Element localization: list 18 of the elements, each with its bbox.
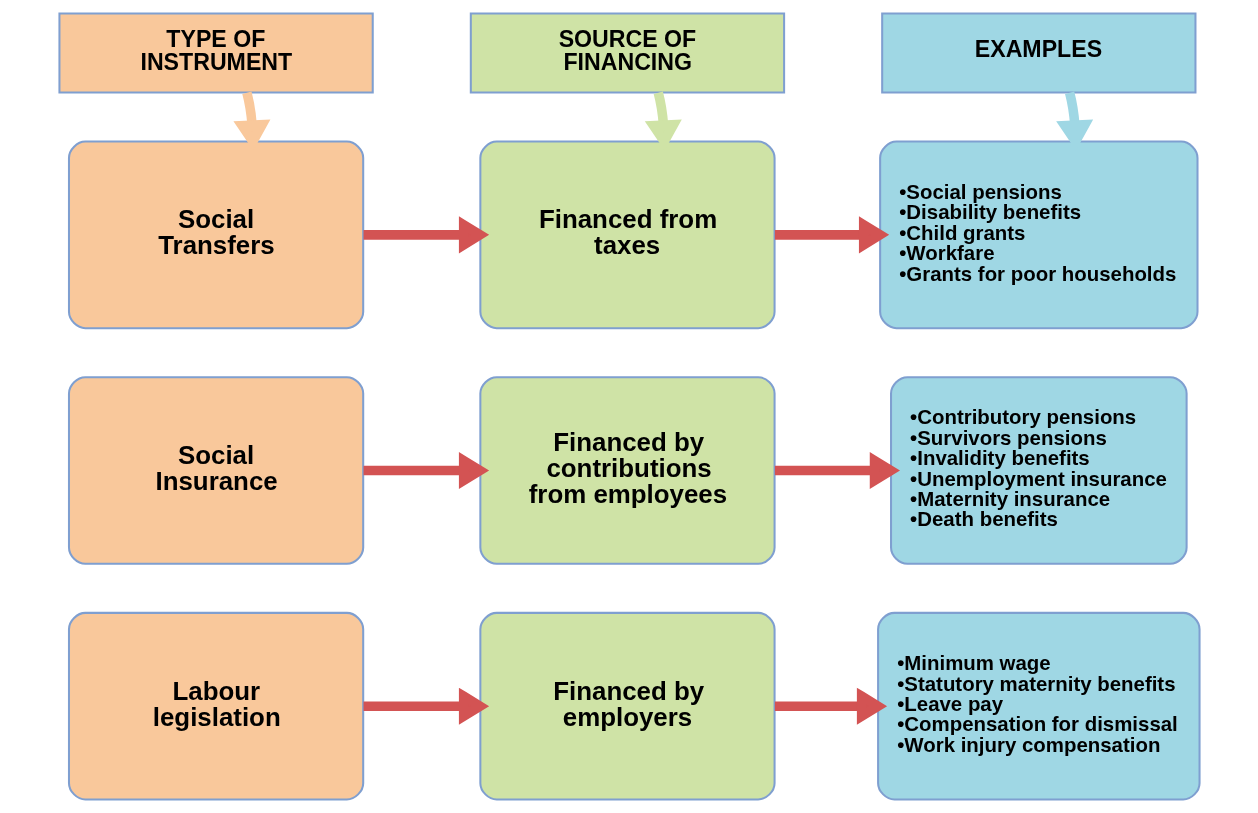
arrow [363,216,489,254]
node-box: TYPE OF INSTRUMENT [57,12,374,94]
node-box: •Contributory pensions •Survivors pensions •Invalidity benefits •Unemployment insurance •Maternity insurance •Death benefits [889,376,1188,565]
node-box: SOURCE OF FINANCING [469,12,785,94]
arrow [363,452,489,490]
node-box: •Social pensions •Disability benefits •Child grants •Workfare •Grants for poor households [878,140,1199,330]
node-box: Labour legislation [67,611,364,801]
node-box: Social Transfers [67,140,364,330]
node-box: Financed by employers [478,611,776,801]
node-box: EXAMPLES [880,12,1196,94]
node-box: Financed from taxes [478,140,776,330]
node-box: Financed by contributions from employees [478,376,776,565]
arrow [774,452,900,490]
arrow [363,687,489,725]
arrow [774,687,887,725]
arrow [774,216,889,254]
node-box: Social Insurance [67,376,364,565]
node-box: •Minimum wage •Statutory maternity benefits •Leave pay •Compensation for dismissal •Work injury compensation [876,611,1201,801]
